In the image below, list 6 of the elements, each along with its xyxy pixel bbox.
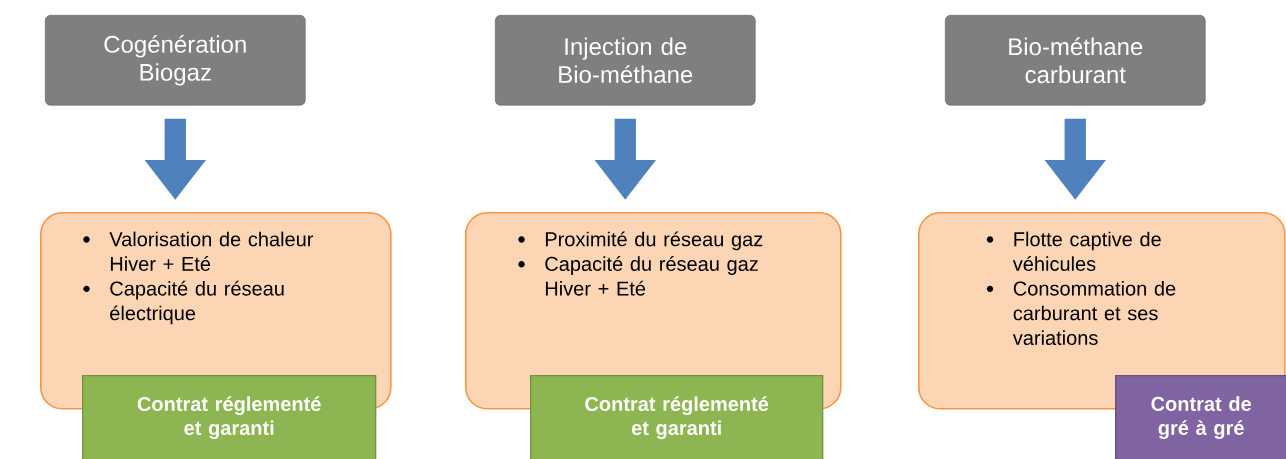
contract-badge: Contrat de gré à gré xyxy=(1115,375,1286,459)
process-box: Injection de Bio-méthane xyxy=(495,15,756,106)
contract-badge: Contrat réglementé et garanti xyxy=(82,375,377,459)
contract-badge: Contrat réglementé et garanti xyxy=(530,375,824,459)
process-box: Bio-méthane carburant xyxy=(945,15,1206,106)
process-box: Cogénération Biogaz xyxy=(45,15,306,106)
